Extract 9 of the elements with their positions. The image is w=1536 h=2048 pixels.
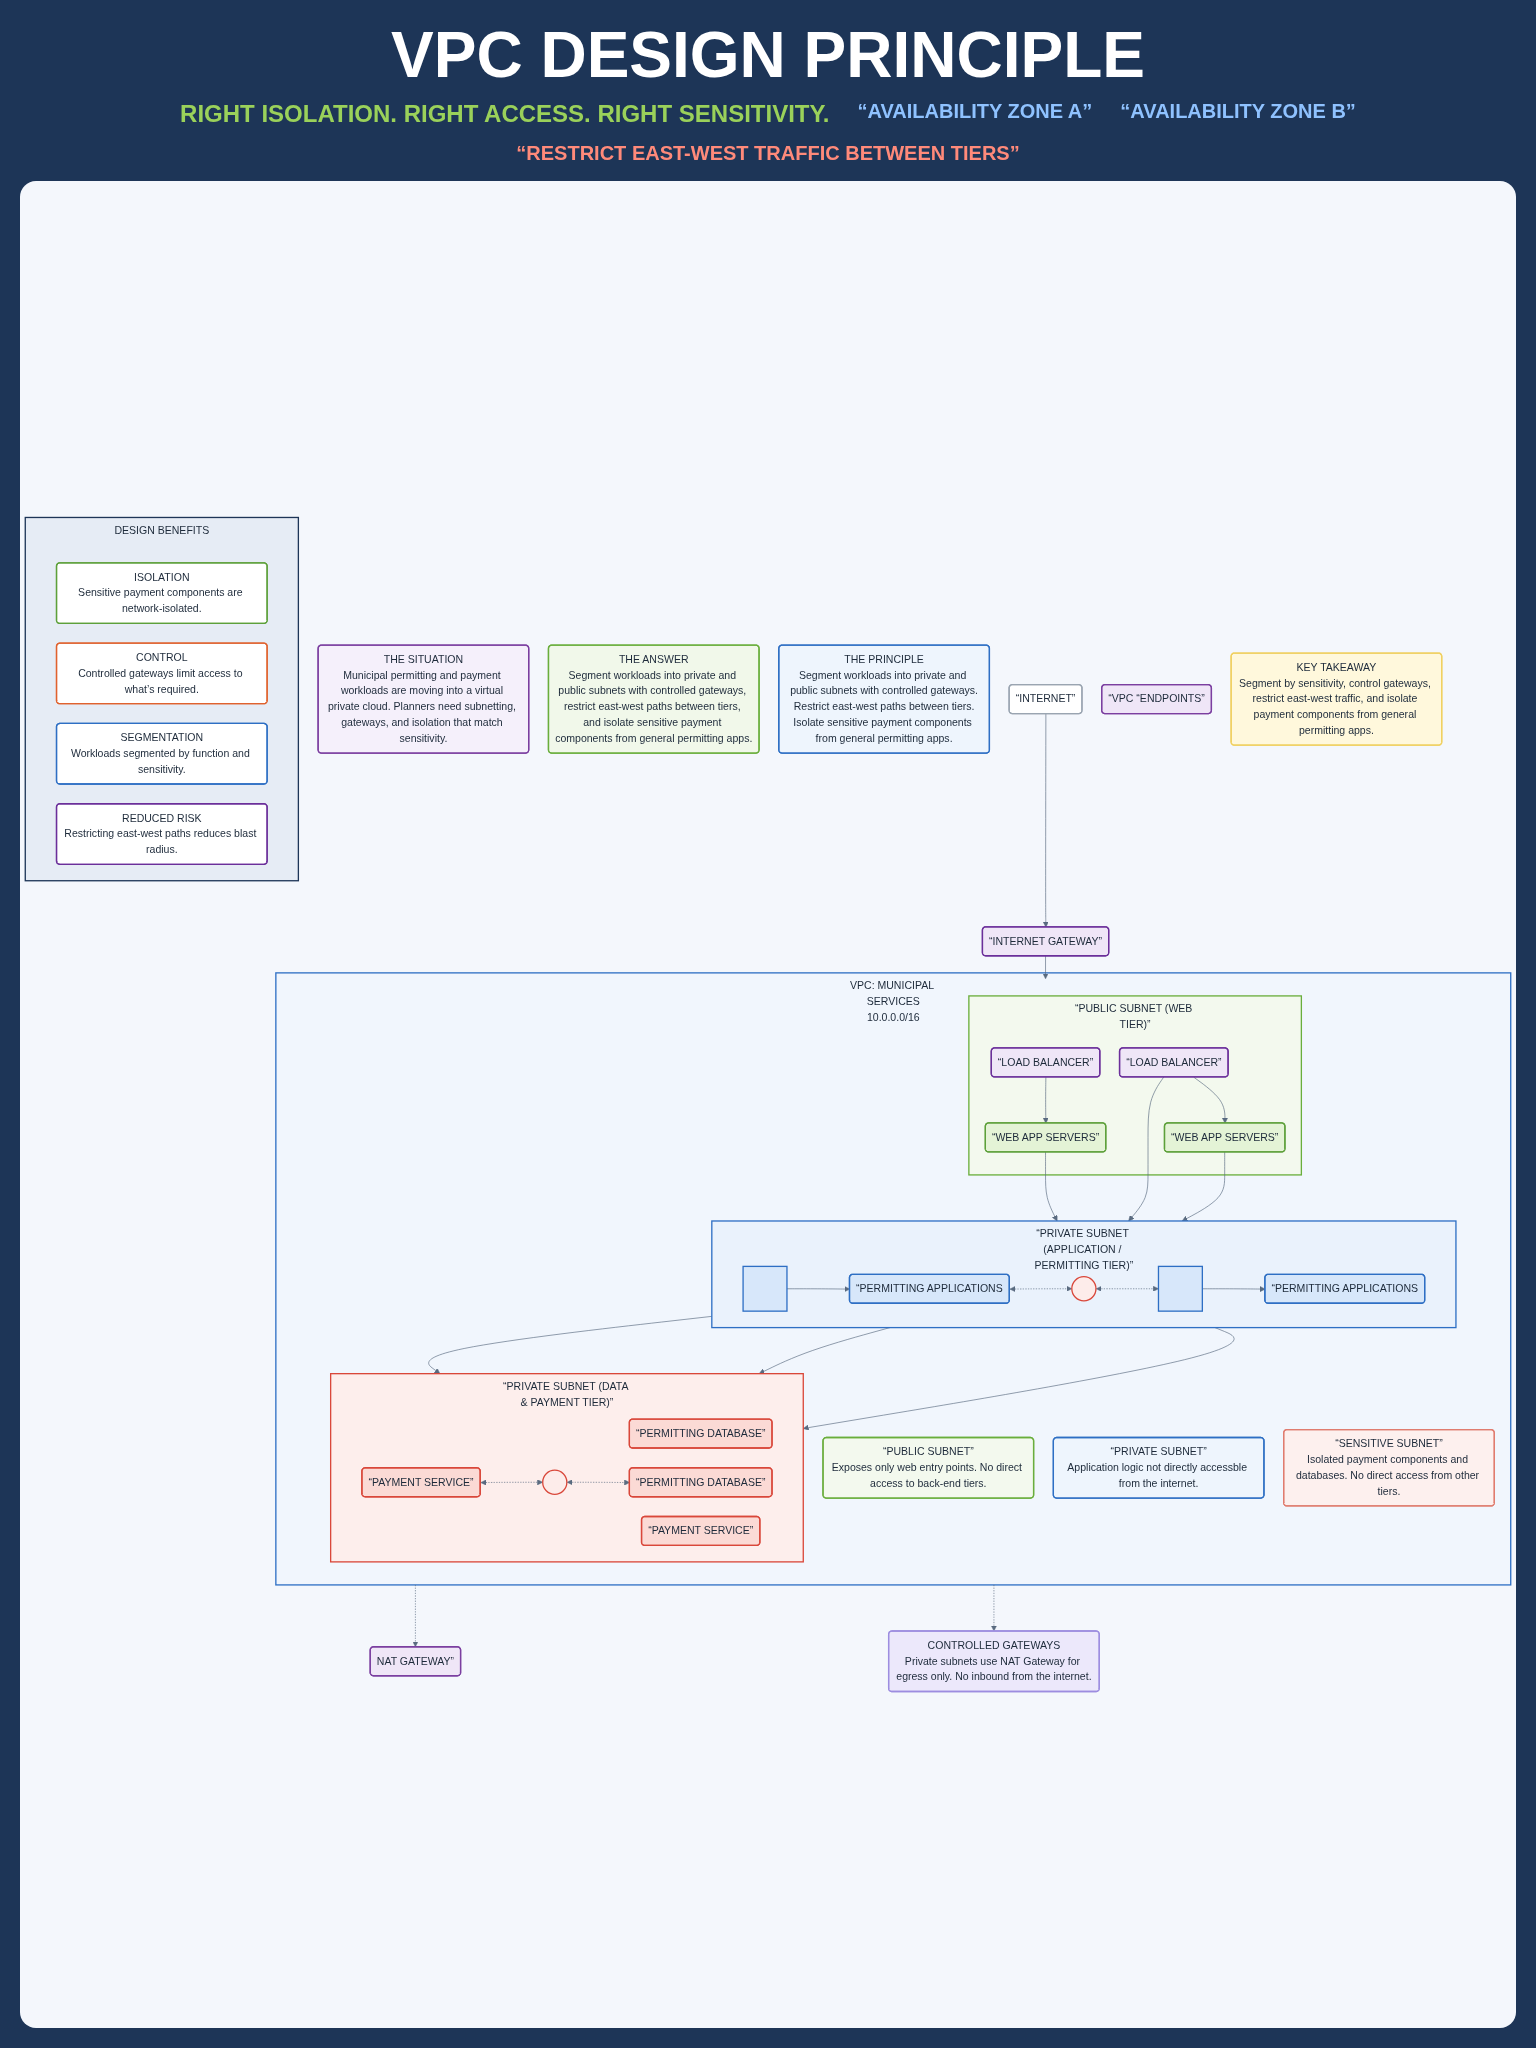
title: VPC DESIGN PRINCIPLE: [390, 18, 1146, 92]
node-box: [1157, 1265, 1203, 1312]
node-circle: [542, 1469, 568, 1495]
note-label: “RESTRICT EAST-WEST TRAFFIC BETWEEN TIERS”: [516, 142, 1020, 165]
node-circle: [1071, 1276, 1097, 1302]
subtitle: RIGHT ISOLATION. RIGHT ACCESS. RIGHT SENSITIVITY.: [180, 100, 830, 128]
node-box: [742, 1265, 788, 1312]
note-label: “AVAILABILITY ZONE A”: [857, 100, 1093, 124]
note-label: “AVAILABILITY ZONE B”: [1120, 100, 1356, 124]
